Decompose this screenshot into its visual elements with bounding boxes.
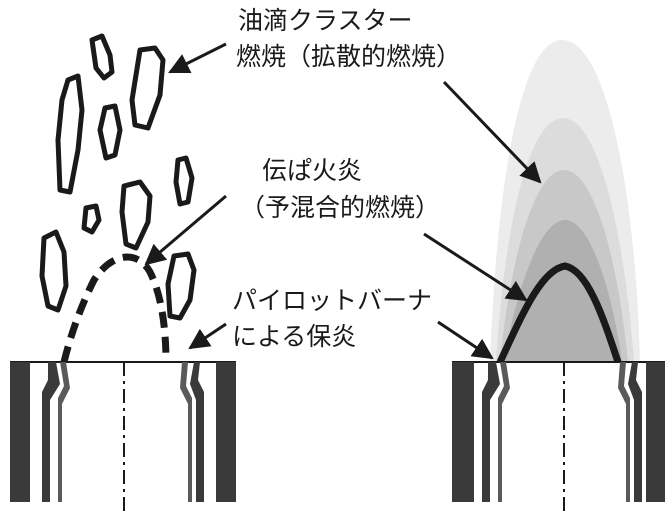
cluster-combustion-sublabel: 燃焼（拡散的燃焼） [236,42,462,71]
pilot-burner-sublabel: による保炎 [232,322,357,351]
leader-arrows [144,42,542,360]
droplet-blob [119,179,153,251]
droplet-blob [89,33,115,81]
right-flame-plume [490,40,640,364]
pilot-burner-label: パイロットバーナ [232,286,433,315]
droplet-cluster-blobs [39,33,197,321]
propagating-flame-sublabel: （予混合的燃焼） [240,193,441,222]
droplet-blob [55,73,85,195]
right-burner [452,361,665,513]
droplet-blob [81,203,102,235]
droplet-blob [173,155,195,207]
arrow-flame-right [423,232,528,302]
droplet-blob [97,103,123,161]
propagating-flame-label: 伝ぱ火炎 [262,156,363,185]
droplet-blob [129,45,166,131]
arrow-flame-left [144,194,227,266]
propagating-flame-dashed [60,253,170,363]
droplet-blob [165,251,197,321]
cluster-combustion-label: 油滴クラスター [238,6,413,35]
flame-front [496,262,622,364]
left-burner [10,361,236,513]
arrow-pilot-right [437,320,494,360]
droplet-blob [39,229,69,313]
arrow-cluster-left [168,42,227,74]
arrow-pilot-left [188,322,227,350]
arrow-cluster-right [442,80,542,184]
